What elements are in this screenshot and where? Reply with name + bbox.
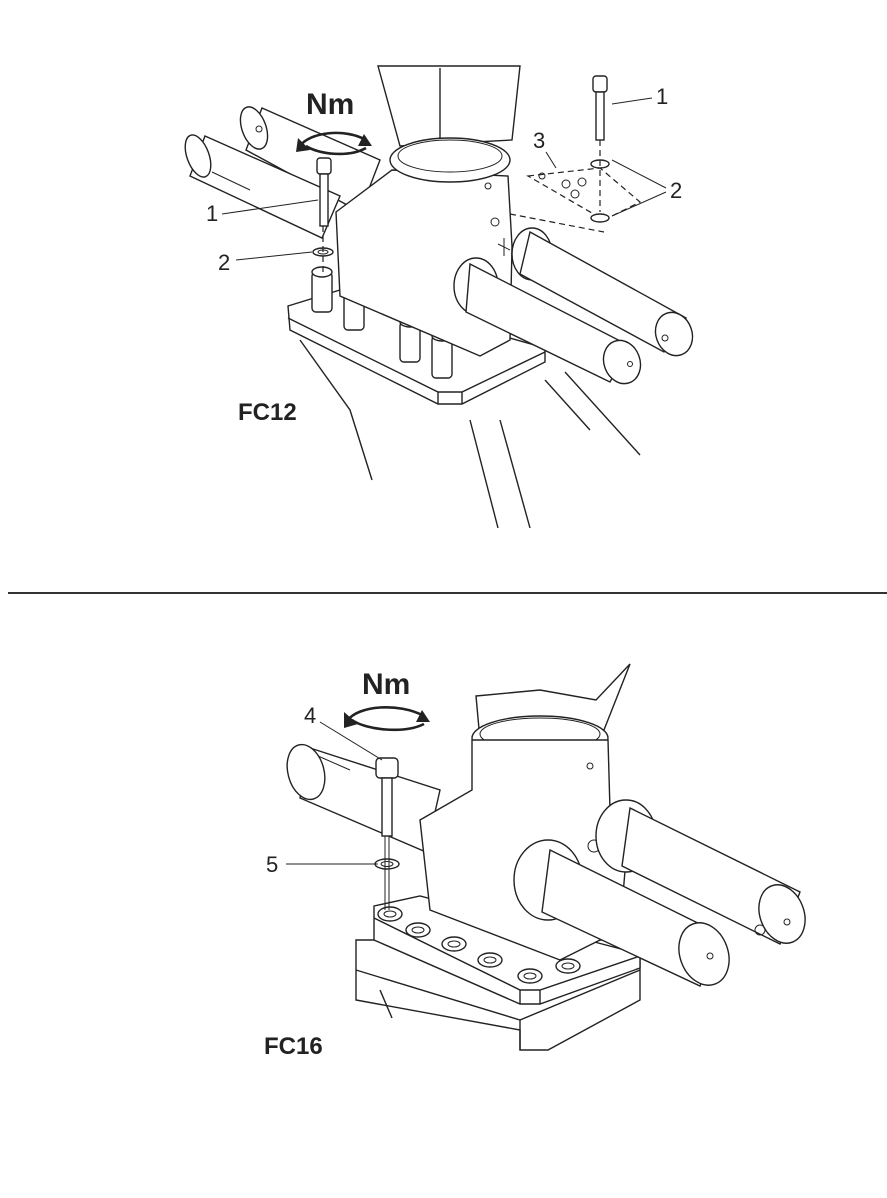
fc12-model-label: FC12: [238, 399, 297, 426]
fc12-column: [377, 65, 521, 147]
fc12-callout-bolt-left: 1: [206, 201, 218, 226]
fc12-bolt-left: [312, 157, 334, 276]
fc16-bolt: [374, 757, 400, 910]
fc16-callout-bolt: 4: [304, 703, 316, 728]
fc12-left-arm-front: [184, 134, 341, 239]
fc12-torque-label: Nm: [306, 88, 354, 121]
fc12-figure: Nm 1 1 2 2 3 FC12: [184, 65, 694, 529]
fc16-model-label: FC16: [264, 1033, 323, 1060]
fc16-right-arm-lower: [513, 839, 730, 987]
fc16-left-arm: [286, 743, 441, 853]
fc16-torque-arrow-icon: [344, 706, 430, 732]
fc12-left-arm-rear: [239, 106, 381, 213]
fc12-torque-arrow-icon: [296, 131, 372, 156]
fc12-bolt-right: [590, 75, 610, 223]
fc12-leader-lines: [221, 97, 667, 261]
fc16-callout-washer: 5: [266, 852, 278, 877]
fc12-cover-plate: [509, 167, 642, 233]
fc12-pedestal: [299, 339, 641, 529]
fc16-torque-label: Nm: [362, 668, 410, 701]
fc12-right-arm-upper: [511, 227, 694, 357]
fc16-leader-lines: [286, 721, 383, 865]
fc16-bolt-holes: [377, 906, 581, 984]
fc16-figure: Nm 4 5 FC16: [264, 663, 806, 1060]
fc16-right-arm-upper: [595, 799, 806, 945]
fc12-callout-bolt-right: 1: [656, 84, 668, 109]
fc12-right-arm-lower: [453, 257, 642, 385]
fc12-callout-washer-left: 2: [218, 250, 230, 275]
fc12-callout-cover: 3: [533, 128, 545, 153]
fc12-callout-washer-right: 2: [670, 178, 682, 203]
